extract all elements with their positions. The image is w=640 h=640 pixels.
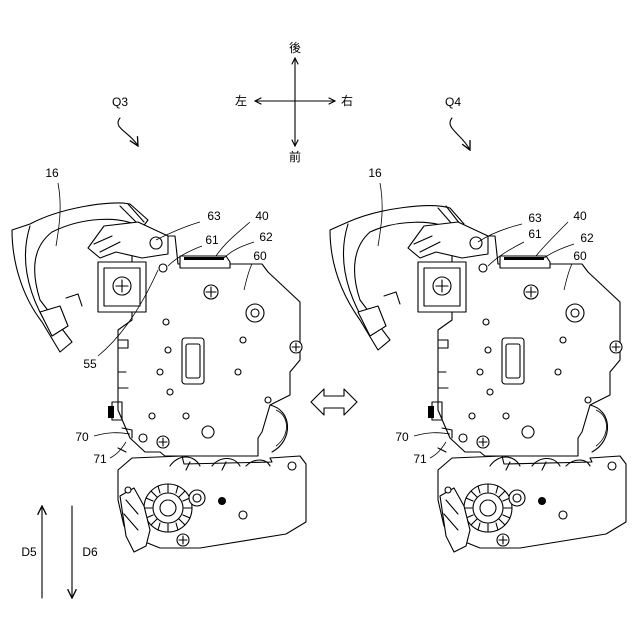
- ref-70-q3: 70: [75, 430, 89, 444]
- dir-left-label: 左: [235, 93, 247, 108]
- ref-62-q3: 62: [259, 230, 273, 244]
- ref-71-q4: 71: [413, 452, 427, 466]
- mechanism-left: [88, 222, 306, 552]
- ref-71-q3: 71: [93, 452, 107, 466]
- label-d5: D5: [21, 545, 37, 559]
- state-label-q4: Q4: [445, 95, 461, 109]
- direction-indicator: 後 前 左 右: [235, 41, 353, 164]
- ref-63-q4: 63: [528, 211, 542, 225]
- panel-q3: Q3 16 63 40 61 62 60 55 70 71: [12, 95, 306, 552]
- pointer-q4: [450, 118, 470, 150]
- motion-arrows: D5 D6: [21, 506, 98, 598]
- ref-61-q3: 61: [205, 233, 219, 247]
- pointer-q3: [118, 118, 138, 146]
- ref-60-q3: 60: [253, 249, 267, 263]
- dir-front-label: 前: [289, 149, 301, 164]
- ref-40-q3: 40: [255, 209, 269, 223]
- ref-70-q4: 70: [395, 430, 409, 444]
- double-arrow: [311, 389, 357, 415]
- ref-63-q3: 63: [207, 209, 221, 223]
- ref-16-q4: 16: [368, 166, 382, 180]
- ref-55-q3: 55: [83, 357, 97, 371]
- ref-60-q4: 60: [573, 249, 587, 263]
- ref-40-q4: 40: [573, 209, 587, 223]
- panel-q4: Q4 16 63 40 61 62 60 70 71: [330, 95, 626, 552]
- ref-62-q4: 62: [580, 231, 594, 245]
- state-label-q3: Q3: [112, 95, 128, 109]
- dir-back-label: 後: [289, 41, 301, 55]
- ref-16-q3: 16: [45, 166, 59, 180]
- label-d6: D6: [82, 545, 98, 559]
- ref-61-q4: 61: [528, 227, 542, 241]
- dir-right-label: 右: [341, 93, 353, 108]
- mechanism-right: [408, 222, 626, 552]
